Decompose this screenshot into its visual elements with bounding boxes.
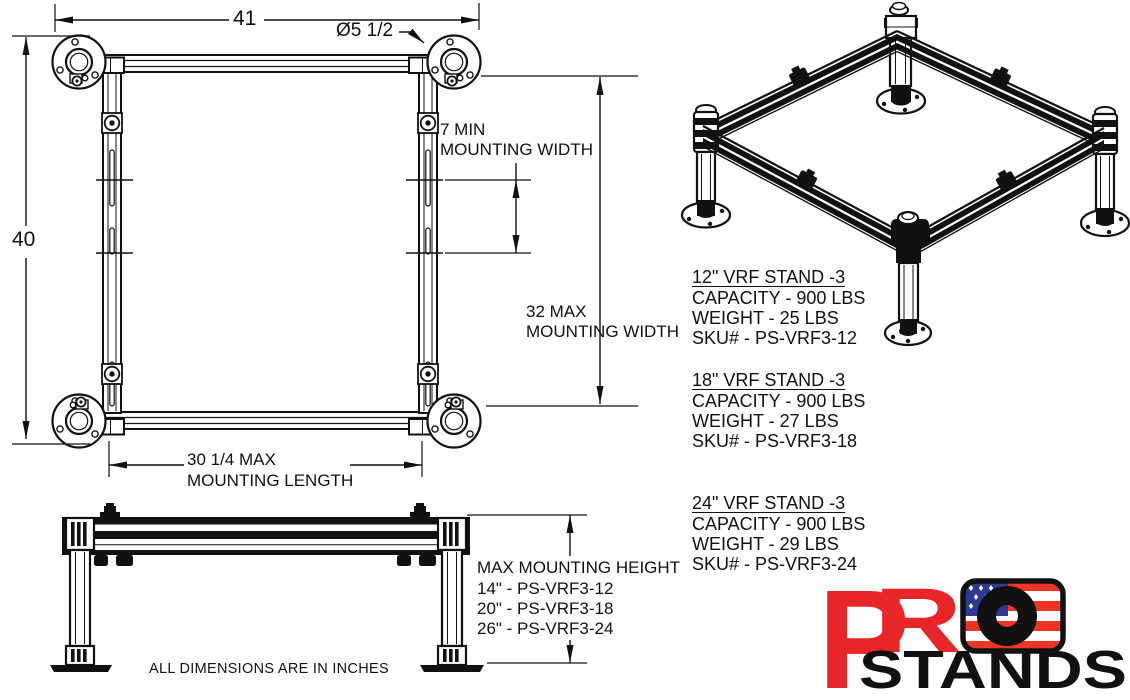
logo-word-stands: STANDS <box>859 640 1127 700</box>
product-capacity: CAPACITY - 900 LBS <box>692 288 866 308</box>
dim-min-width-label-line1: 7 MIN <box>440 120 486 139</box>
swivel-connector <box>101 112 439 385</box>
dimensions-note: ALL DIMENSIONS ARE IN INCHES <box>149 661 389 677</box>
plan-dimensions <box>12 3 638 477</box>
dim-overall-width-label: 41 <box>229 8 261 30</box>
dim-flange-diameter-label: Ø5 1/2 <box>336 20 394 41</box>
mounting-height-option-3: 26" - PS-VRF3-24 <box>477 619 614 638</box>
mounting-height-option-1: 14" - PS-VRF3-12 <box>477 579 614 598</box>
product-sku: SKU# - PS-VRF3-24 <box>692 554 858 574</box>
front-view-drawing <box>50 503 587 672</box>
mounting-height-option-2: 20" - PS-VRF3-18 <box>477 599 614 618</box>
dim-max-width-label-line2: MOUNTING WIDTH <box>526 322 679 341</box>
product-title: 18" VRF STAND -3 <box>692 370 846 390</box>
max-mounting-height-title: MAX MOUNTING HEIGHT <box>477 558 681 577</box>
product-title: 24" VRF STAND -3 <box>692 493 846 513</box>
isometric-view-drawing <box>680 1 1130 347</box>
logo-letter-o <box>977 586 1037 646</box>
product-capacity: CAPACITY - 900 LBS <box>692 514 866 534</box>
dim-overall-depth-label: 40 <box>8 229 40 251</box>
top-view-drawing <box>51 34 482 449</box>
product-weight: WEIGHT - 27 LBS <box>692 411 839 431</box>
product-weight: WEIGHT - 29 LBS <box>692 534 839 554</box>
dim-max-width-label-line1: 32 MAX <box>526 302 587 321</box>
product-capacity: CAPACITY - 900 LBS <box>692 391 866 411</box>
dim-max-length-label-line1: 30 1/4 MAX <box>187 450 276 469</box>
pro-stands-logo: P R <box>818 560 1127 700</box>
product-title: 12" VRF STAND -3 <box>692 267 846 287</box>
dim-min-width-label-line2: MOUNTING WIDTH <box>440 140 593 159</box>
dim-max-length-label-line2: MOUNTING LENGTH <box>187 471 354 490</box>
product-sku: SKU# - PS-VRF3-18 <box>692 431 858 451</box>
product-sku: SKU# - PS-VRF3-12 <box>692 328 858 348</box>
product-weight: WEIGHT - 25 LBS <box>692 308 839 328</box>
logo-letter-p: P <box>818 560 910 700</box>
flag-emblem <box>960 578 1066 654</box>
logo-letter-r: R <box>874 570 962 672</box>
